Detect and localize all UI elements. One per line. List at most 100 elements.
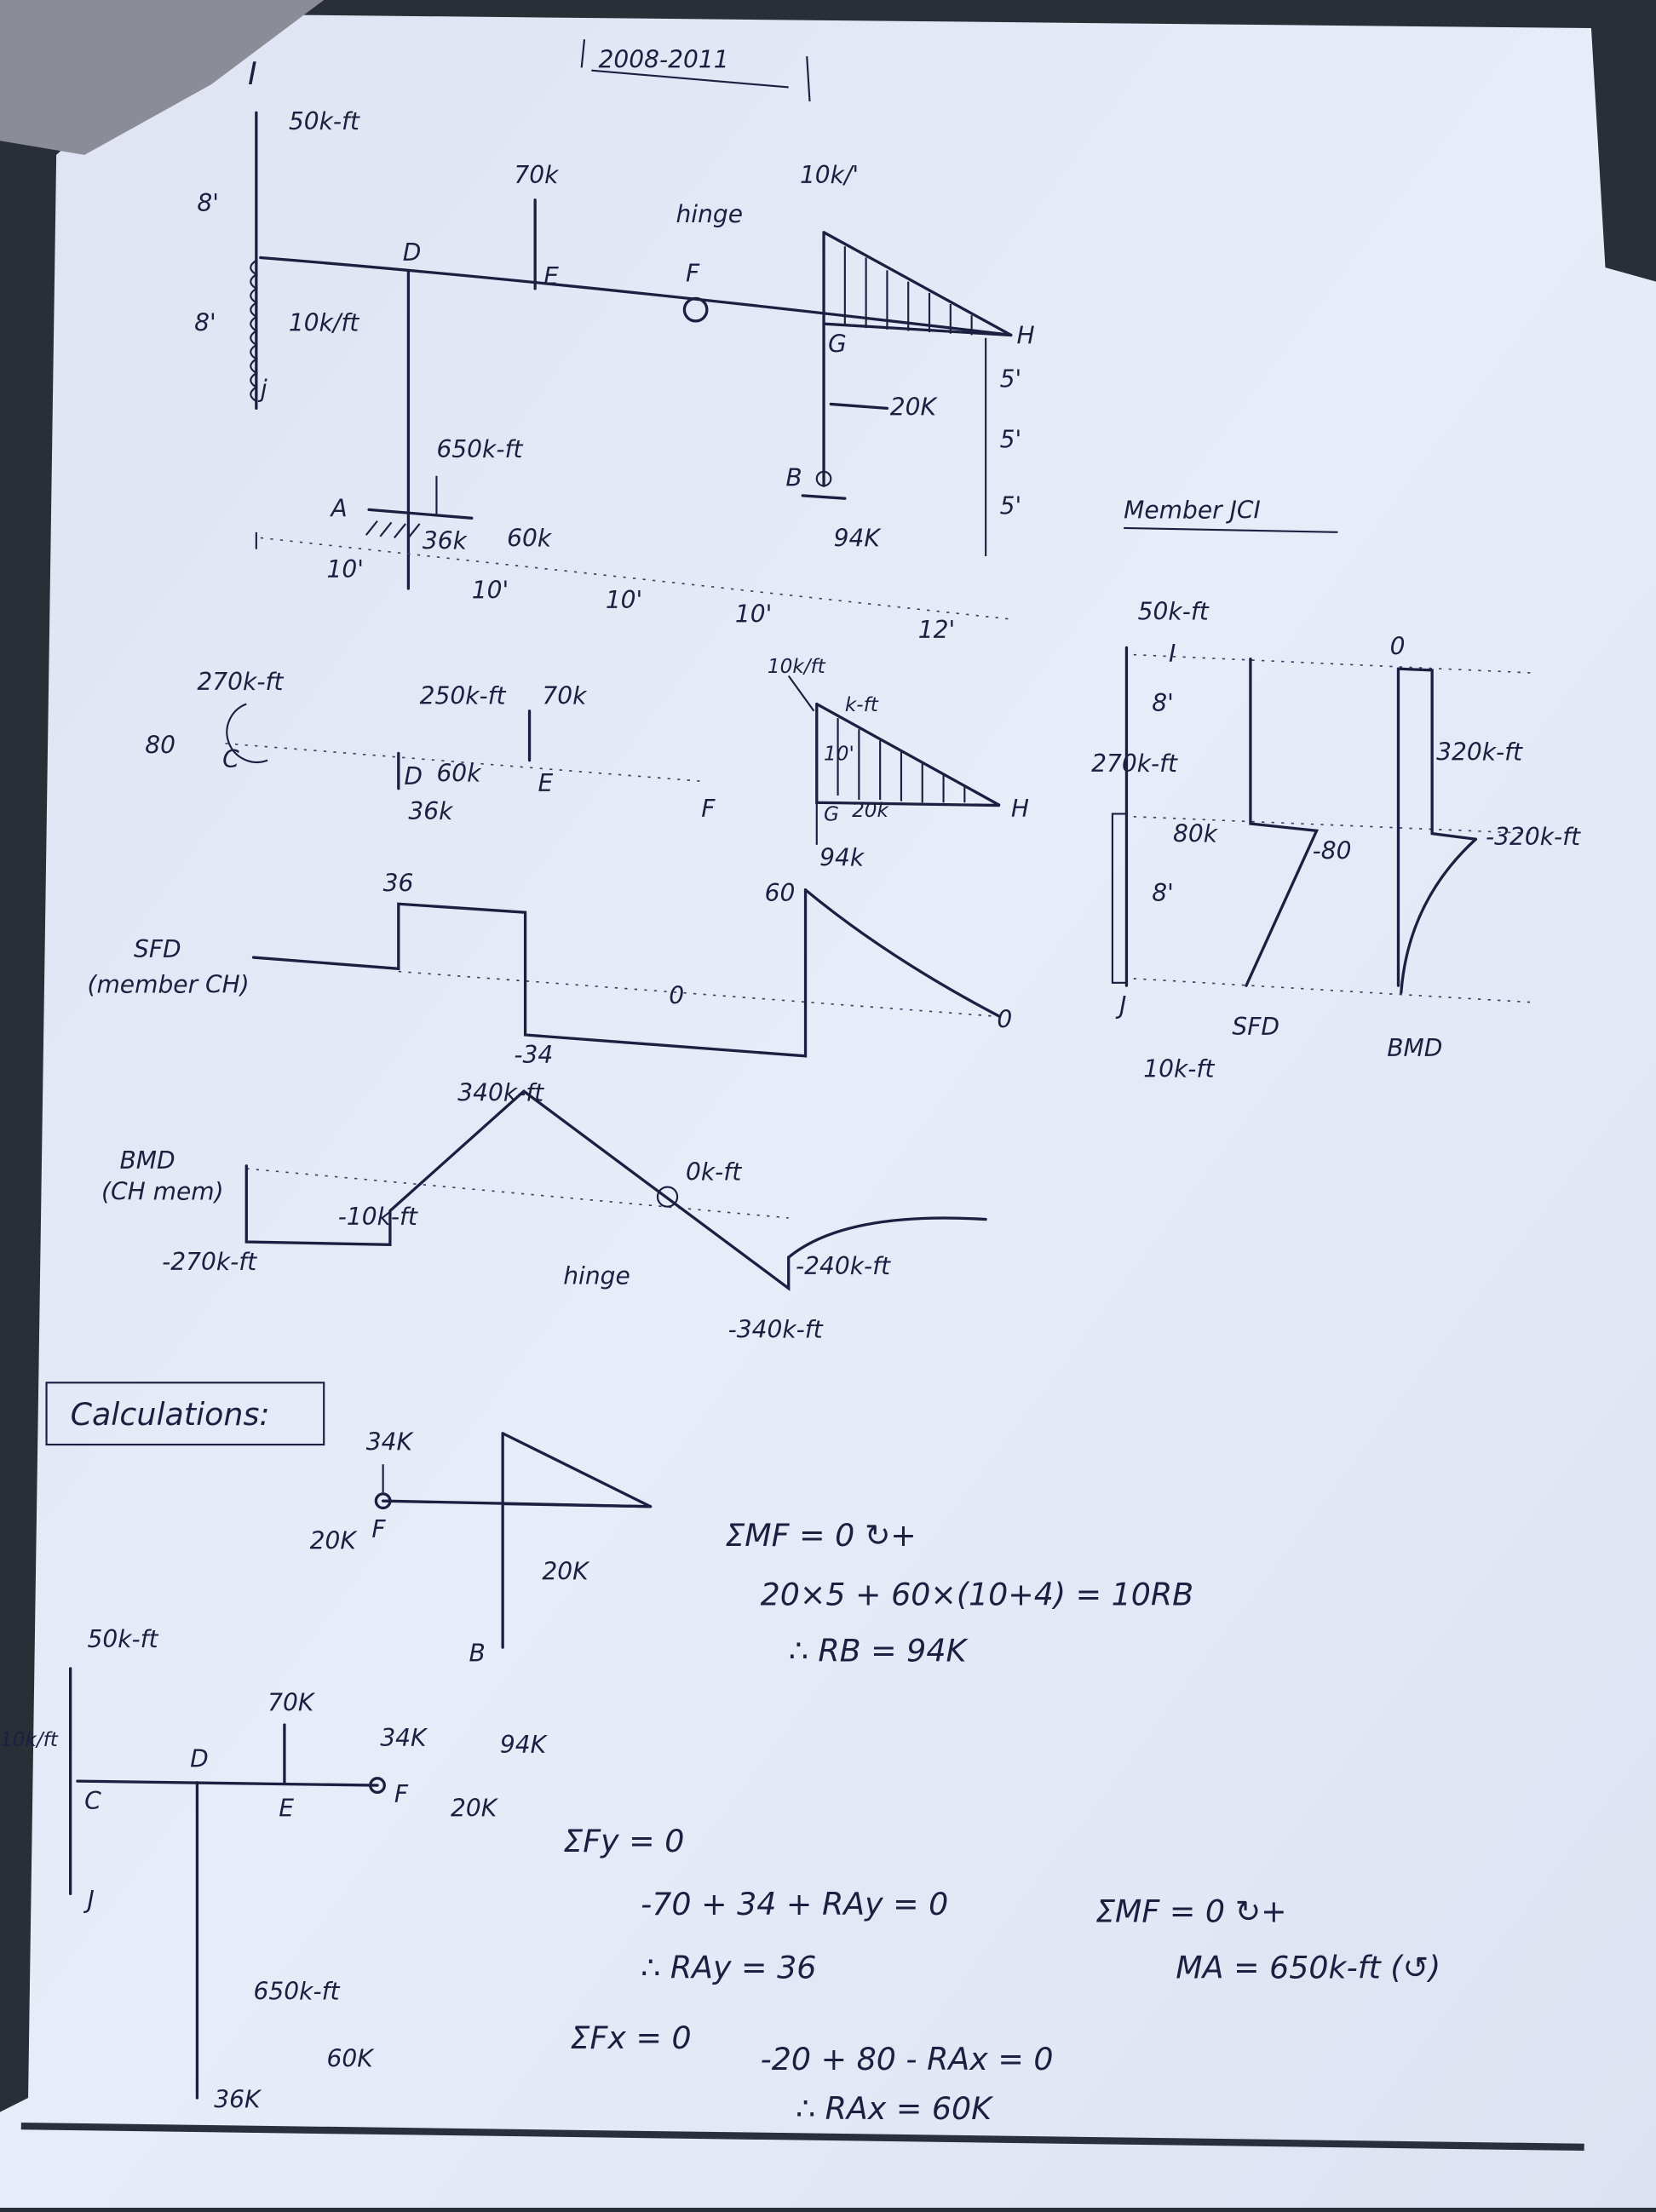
- label-e: E: [543, 262, 559, 290]
- sfd-title: SFD: [134, 935, 181, 963]
- year-header: 2008-2011: [580, 39, 811, 102]
- bmd-subtitle: (CH mem): [101, 1177, 224, 1205]
- sfd-value-neg34: -34: [514, 1041, 553, 1069]
- calc-upper-by: 94K: [500, 1731, 549, 1759]
- equation: ∴ RB = 94K: [789, 1633, 969, 1669]
- jci-sfd-label: SFD: [1232, 1013, 1279, 1041]
- equation: ΣFx = 0: [570, 2020, 691, 2056]
- jci-length-1: 8': [1152, 689, 1174, 717]
- equation: -20 + 80 - RAx = 0: [761, 2041, 1054, 2077]
- udl-peak: 10k/': [800, 161, 859, 189]
- fbd-force-c: 80: [145, 731, 175, 759]
- calc-lower-f-horiz: 20K: [451, 1794, 499, 1822]
- sfd-value-36: 36: [383, 869, 414, 897]
- fbd-udl: 10k/ft: [768, 656, 826, 678]
- member-jci-title: Member JCI: [1124, 496, 1261, 524]
- label-f: F: [686, 260, 700, 288]
- equation: ∴ RAx = 60K: [796, 2090, 994, 2127]
- fbd-label-e: E: [538, 769, 553, 797]
- hinge-label: hinge: [676, 200, 743, 228]
- fbd-length: 10': [824, 744, 854, 766]
- label-h: H: [1017, 321, 1035, 349]
- bending-moment-diagram: BMD (CH mem) 340k-ft -10k-ft 0k-ft hinge…: [101, 1079, 987, 1343]
- fbd-label-d: D: [404, 762, 423, 790]
- moment-top: 50k-ft: [289, 107, 360, 135]
- bmd-min: -340k-ft: [728, 1315, 824, 1343]
- fbd-moment-c: 270k-ft: [197, 668, 284, 696]
- reaction-by: 94K: [834, 524, 883, 552]
- calc-lower-label-c: C: [84, 1787, 101, 1815]
- year-range: 2008-2011: [599, 45, 729, 73]
- jci-sfd-value: -80: [1313, 836, 1352, 865]
- fbd-dy: 36k: [408, 797, 454, 825]
- equation: MA = 650k-ft (↺): [1176, 1950, 1440, 1986]
- bmd-hinge-value: 0k-ft: [686, 1158, 742, 1186]
- fbd-g-force: 20k: [852, 800, 889, 822]
- span-4: 10': [735, 600, 772, 629]
- bmd-start: -270k-ft: [162, 1248, 257, 1276]
- fbd-label-c: C: [222, 745, 239, 773]
- span-1: 10': [327, 555, 364, 583]
- calc-upper-g-force: 20K: [542, 1558, 590, 1586]
- dim-lower: 8': [194, 308, 216, 336]
- bmd-step: -10k-ft: [338, 1203, 418, 1231]
- sfd-zero: 0: [669, 982, 684, 1010]
- equation: 20×5 + 60×(10+4) = 10RB: [761, 1576, 1193, 1612]
- udl-column: 10k/ft: [289, 308, 359, 336]
- fbd-label-h: H: [1011, 795, 1029, 823]
- jci-label-i: I: [1169, 640, 1176, 668]
- fbd-label-g: G: [824, 804, 839, 826]
- jci-moment-top: 50k-ft: [1138, 597, 1210, 625]
- dim-h2: 5': [1000, 426, 1022, 454]
- span-3: 10': [606, 586, 642, 614]
- calc-lower-udl: 10k/ft: [0, 1729, 59, 1751]
- jci-bmd-label: BMD: [1387, 1034, 1442, 1062]
- calculations-section: Calculations: 34K 20K F 20K B 94K 50k-ft…: [0, 1382, 1440, 2127]
- paper-sheet: [0, 14, 1656, 2209]
- calc-lower-label-d: D: [190, 1745, 209, 1773]
- sfd-end-zero: 0: [997, 1006, 1012, 1034]
- jci-length-2: 8': [1152, 879, 1174, 907]
- dim-h1: 5': [1000, 365, 1022, 394]
- fbd-kft: k-ft: [845, 694, 879, 716]
- fbd-label-f: F: [701, 795, 716, 823]
- calc-lower-moment-a: 650k-ft: [254, 1977, 341, 2005]
- fbd-by: 94k: [819, 844, 865, 872]
- calculations-title: Calculations:: [71, 1396, 270, 1433]
- member-jci: Member JCI 50k-ft I 0 8' 270k-ft 80k 8' …: [1091, 496, 1581, 1083]
- jci-udl: 10k-ft: [1143, 1055, 1215, 1083]
- bmd-jump: -240k-ft: [796, 1252, 891, 1280]
- paper-fold-top-left: [0, 0, 325, 155]
- jci-zero: 0: [1390, 633, 1406, 661]
- label-g: G: [828, 330, 847, 358]
- calc-lower-ax: 60K: [327, 2045, 376, 2073]
- label-a: A: [329, 495, 347, 523]
- calc-lower-load-e: 70K: [267, 1688, 316, 1716]
- jci-bmd-value-1: 320k-ft: [1436, 738, 1523, 767]
- reaction-ay: 36k: [423, 527, 469, 555]
- dim-h3: 5': [1000, 491, 1022, 520]
- free-body-row: 270k-ft 80 C 250k-ft 70k D 60k 36k E F 1…: [145, 656, 1029, 871]
- calc-lower-moment-top: 50k-ft: [87, 1625, 158, 1653]
- frame-diagram: I 50k-ft 8' 8' D 70k E hinge F 10k/' H G…: [194, 55, 1035, 644]
- jci-moment-c: 270k-ft: [1091, 750, 1178, 778]
- equation: ΣFy = 0: [563, 1823, 684, 1859]
- calc-upper-f-load: 34K: [366, 1428, 415, 1456]
- fbd-moment-d: 250k-ft: [420, 682, 507, 710]
- calc-upper-f-horiz: 20K: [310, 1526, 359, 1554]
- jci-force-c: 80k: [1173, 820, 1219, 848]
- jci-bmd-value-2: -320k-ft: [1486, 823, 1581, 851]
- calc-lower-ay: 36K: [214, 2086, 262, 2114]
- moment-a: 650k-ft: [436, 435, 523, 463]
- label-b: B: [785, 463, 802, 491]
- sfd-value-60: 60: [765, 879, 796, 907]
- paper-edge: [20, 2122, 1584, 2152]
- load-g: 20K: [890, 394, 939, 422]
- calc-upper-label-f: F: [371, 1515, 386, 1543]
- bmd-peak: 340k-ft: [457, 1079, 544, 1107]
- fbd-load-e: 70k: [542, 682, 588, 710]
- bmd-title: BMD: [120, 1146, 175, 1175]
- span-2: 10': [472, 577, 509, 605]
